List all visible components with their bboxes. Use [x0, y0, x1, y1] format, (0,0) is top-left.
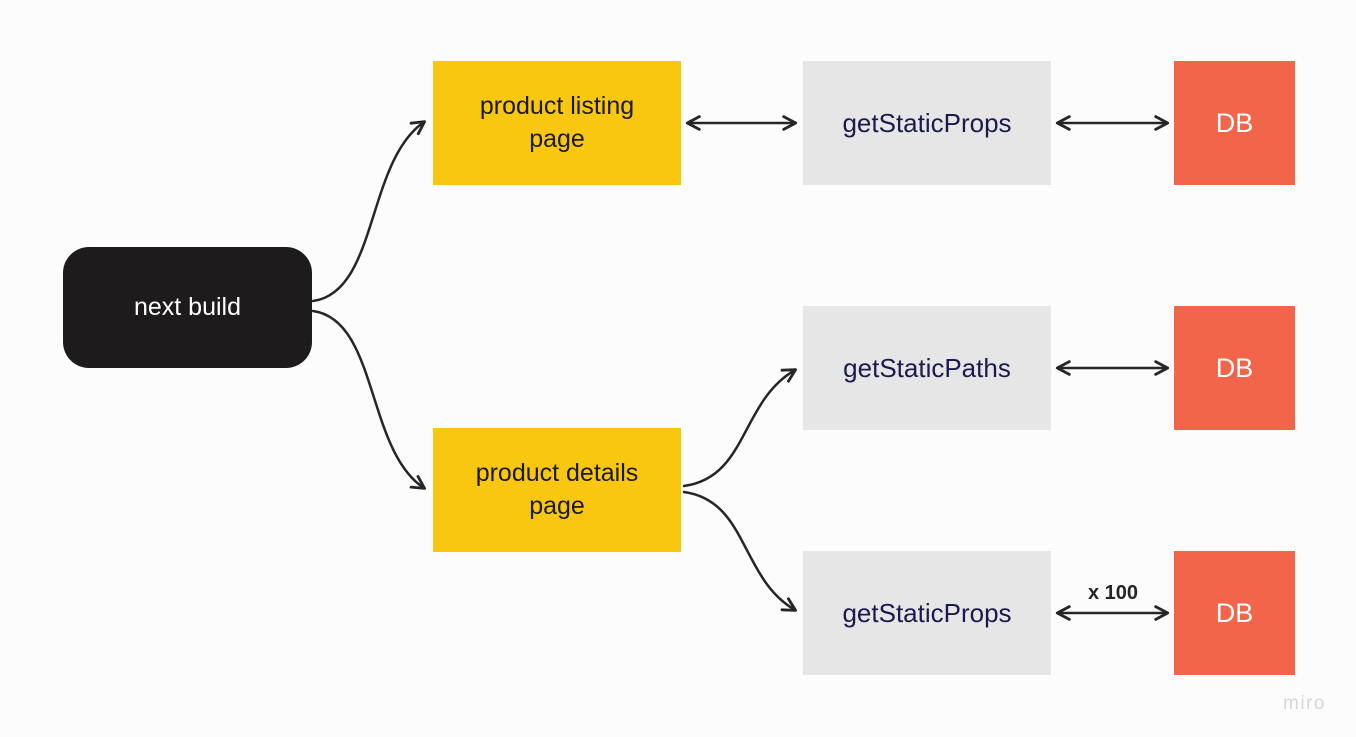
- node-get-static-props-bottom-label: getStaticProps: [842, 597, 1012, 628]
- node-get-static-paths-label: getStaticPaths: [843, 352, 1011, 383]
- node-product-listing-page-label: product listing page: [479, 92, 635, 153]
- arrow-product-details-getstaticpaths: [682, 368, 798, 488]
- node-db-top-label: DB: [1215, 107, 1254, 138]
- arrow-nextbuild-to-product-listing: [311, 120, 426, 303]
- node-db-bottom-label: DB: [1215, 597, 1254, 628]
- node-product-details-page[interactable]: product details page: [433, 428, 681, 552]
- node-db-middle-label: DB: [1215, 352, 1254, 383]
- edge-label-x100: x 100: [1087, 582, 1139, 604]
- node-get-static-paths[interactable]: getStaticPaths: [803, 306, 1051, 430]
- arrow-product-details-getstaticprops: [682, 490, 798, 612]
- node-get-static-props-top-label: getStaticProps: [842, 107, 1012, 138]
- node-next-build[interactable]: next build: [63, 247, 312, 368]
- node-db-top[interactable]: DB: [1174, 61, 1295, 185]
- node-product-details-page-label: product details page: [475, 459, 639, 520]
- arrow-nextbuild-to-product-details: [311, 309, 427, 490]
- node-product-listing-page[interactable]: product listing page: [433, 61, 681, 185]
- node-db-bottom[interactable]: DB: [1174, 551, 1295, 675]
- miro-watermark: miro: [1283, 693, 1326, 714]
- node-get-static-props-bottom[interactable]: getStaticProps: [803, 551, 1051, 675]
- node-next-build-label: next build: [133, 293, 242, 321]
- node-db-middle[interactable]: DB: [1174, 306, 1295, 430]
- node-get-static-props-top[interactable]: getStaticProps: [803, 61, 1051, 185]
